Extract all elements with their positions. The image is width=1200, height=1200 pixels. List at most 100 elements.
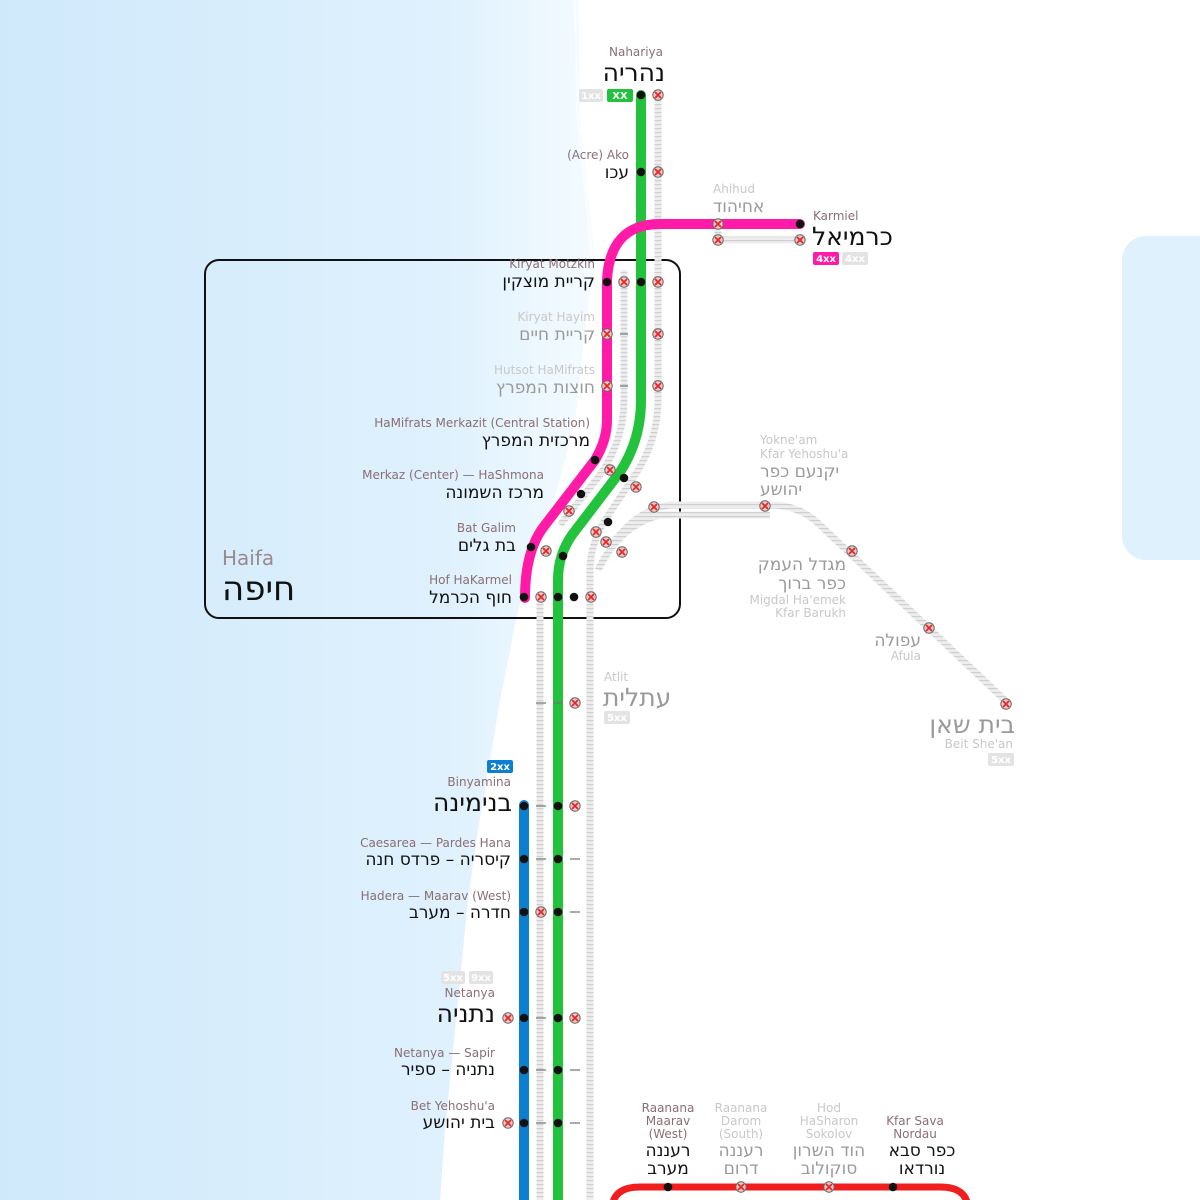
station-bat-galim: Bat Galim בת גלים [457,521,516,556]
svg-text:בית יהושע: בית יהושע [423,1113,496,1133]
sea-area [0,0,595,1200]
svg-text:קיסריה – פרדס חנה: קיסריה – פרדס חנה [365,850,511,870]
svg-text:Kfar Barukh: Kfar Barukh [775,606,846,620]
svg-text:Bat Galim: Bat Galim [457,521,516,535]
svg-text:Hod: Hod [817,1101,841,1115]
haifa-label-latin: Haifa [222,546,274,570]
svg-text:רעננה: רעננה [719,1141,764,1161]
svg-text:מערב: מערב [647,1159,689,1179]
station-karmiel: Karmiel כרמיאל [812,209,893,251]
svg-text:רעננה: רעננה [646,1141,691,1161]
svg-text:Kfar Yehoshu'a: Kfar Yehoshu'a [760,447,848,461]
svg-text:(South): (South) [719,1127,763,1141]
svg-text:בית שאן: בית שאן [929,710,1015,739]
svg-text:עכו: עכו [605,163,629,183]
svg-text:יהושע: יהושע [760,480,802,500]
svg-text:חדרה – מערב: חדרה – מערב [409,903,511,923]
svg-text:מגדל העמק: מגדל העמק [758,555,846,575]
station-kfar-sava-nordau: Kfar Sava Nordau כפר סבא נורדאו [886,1114,955,1179]
green-line [553,90,646,1200]
station-raanana-darom: Raanana Darom (South) רעננה דרום [715,1101,768,1179]
station-hod-hasharon: Hod HaSharon Sokolov הוד השרון סוקולוב [793,1101,865,1179]
svg-text:Maarav: Maarav [646,1114,690,1128]
svg-text:4xx: 4xx [845,254,865,265]
svg-text:5xx: 5xx [607,713,627,724]
svg-text:5xx: 5xx [991,755,1011,766]
station-hutsot-hamifrats: Hutsot HaMifrats חוצות המפרץ [494,363,595,398]
haifa-label-hebrew: חיפה [222,569,295,609]
inactive-tracks [536,95,1013,1200]
badge-beit-shean: 5xx [988,753,1014,766]
svg-text:Darom: Darom [721,1114,761,1128]
svg-text:Hadera — Maarav (West): Hadera — Maarav (West) [361,889,511,903]
station-ahihud: Ahihud אחיהוד [713,182,764,217]
station-atlit: Atlit עתלית [603,670,671,712]
svg-text:יקנעם כפר: יקנעם כפר [760,462,839,482]
svg-text:Kiryat Hayim: Kiryat Hayim [517,310,595,324]
svg-text:דרום: דרום [724,1159,759,1179]
svg-text:Karmiel: Karmiel [813,209,858,223]
svg-text:Netanya: Netanya [445,986,495,1000]
svg-text:בת גלים: בת גלים [458,536,516,556]
station-netanya: Netanya נתניה [437,986,495,1028]
svg-text:2xx: 2xx [490,762,510,773]
svg-text:כרמיאל: כרמיאל [812,222,893,251]
svg-text:Migdal Ha'emek: Migdal Ha'emek [749,593,846,607]
svg-text:קריית חיים: קריית חיים [519,325,595,345]
svg-text:בנימינה: בנימינה [433,788,512,817]
svg-text:Merkaz (Center) — HaShmona: Merkaz (Center) — HaShmona [362,468,544,482]
badge-netanya-2: 9xx [469,971,493,984]
station-afula: עפולה Afula [874,631,921,663]
svg-text:מרכזית המפרץ: מרכזית המפרץ [482,431,590,451]
svg-text:1xx: 1xx [581,91,601,102]
pass-ticks [536,333,628,1124]
svg-text:(West): (West) [649,1127,688,1141]
lake-area [1122,236,1200,560]
svg-text:Yokne'am: Yokne'am [759,433,817,447]
svg-text:נהריה: נהריה [603,58,665,87]
svg-text:Beit She'an: Beit She'an [945,737,1013,751]
svg-text:נתניה: נתניה [437,999,495,1028]
badge-netanya-1: 5xx [441,971,465,984]
badge-karmiel-2: 4xx [842,252,868,265]
red-line [608,1183,970,1200]
badge-nahariya-2: XX [607,89,633,102]
svg-text:Raanana: Raanana [715,1101,768,1115]
svg-text:נתניה – ספיר: נתניה – ספיר [401,1060,495,1080]
badge-nahariya-1: 1xx [579,89,603,102]
svg-text:Binyamina: Binyamina [447,775,511,789]
station-netanya-sapir: Netanya — Sapir נתניה – ספיר [394,1046,495,1080]
svg-text:הוד השרון: הוד השרון [793,1141,865,1161]
svg-text:XX: XX [612,91,628,102]
svg-text:Netanya — Sapir: Netanya — Sapir [394,1046,495,1060]
svg-text:Afula: Afula [891,649,921,663]
svg-text:עפולה: עפולה [874,631,921,651]
svg-text:כפר ברוך: כפר ברוך [778,574,846,594]
station-migdal-haemek: מגדל העמק כפר ברוך Migdal Ha'emek Kfar B… [749,555,846,620]
svg-text:Bet Yehoshu'a: Bet Yehoshu'a [411,1099,495,1113]
station-raanana-maarav: Raanana Maarav (West) רעננה מערב [642,1101,695,1179]
svg-text:Kiryat Motzkin: Kiryat Motzkin [509,257,595,271]
svg-text:סוקולוב: סוקולוב [801,1159,857,1179]
svg-text:חוף הכרמל: חוף הכרמל [429,588,512,608]
svg-text:9xx: 9xx [471,973,491,984]
svg-text:Nahariya: Nahariya [609,45,663,59]
svg-text:HaMifrats Merkazit (Central St: HaMifrats Merkazit (Central Station) [374,416,590,430]
svg-text:(Acre) Ako: (Acre) Ako [567,148,629,162]
svg-text:Caesarea — Pardes Hana: Caesarea — Pardes Hana [360,836,511,850]
station-hadera: Hadera — Maarav (West) חדרה – מערב [361,889,511,923]
station-ako: (Acre) Ako עכו [567,148,629,183]
svg-text:Nordau: Nordau [893,1127,937,1141]
svg-text:Kfar Sava: Kfar Sava [886,1114,944,1128]
svg-text:5xx: 5xx [443,973,463,984]
station-binyamina: Binyamina בנימינה [433,775,512,817]
station-bet-yehoshua: Bet Yehoshu'a בית יהושע [411,1099,495,1133]
svg-text:חוצות המפרץ: חוצות המפרץ [496,378,595,398]
svg-text:Sokolov: Sokolov [806,1127,853,1141]
station-hamifrats-merkazit: HaMifrats Merkazit (Central Station) מרכ… [374,416,590,451]
svg-text:4xx: 4xx [816,254,836,265]
station-nahariya: Nahariya נהריה [603,45,665,87]
svg-text:Hof HaKarmel: Hof HaKarmel [429,573,512,587]
svg-text:Atlit: Atlit [604,670,628,684]
